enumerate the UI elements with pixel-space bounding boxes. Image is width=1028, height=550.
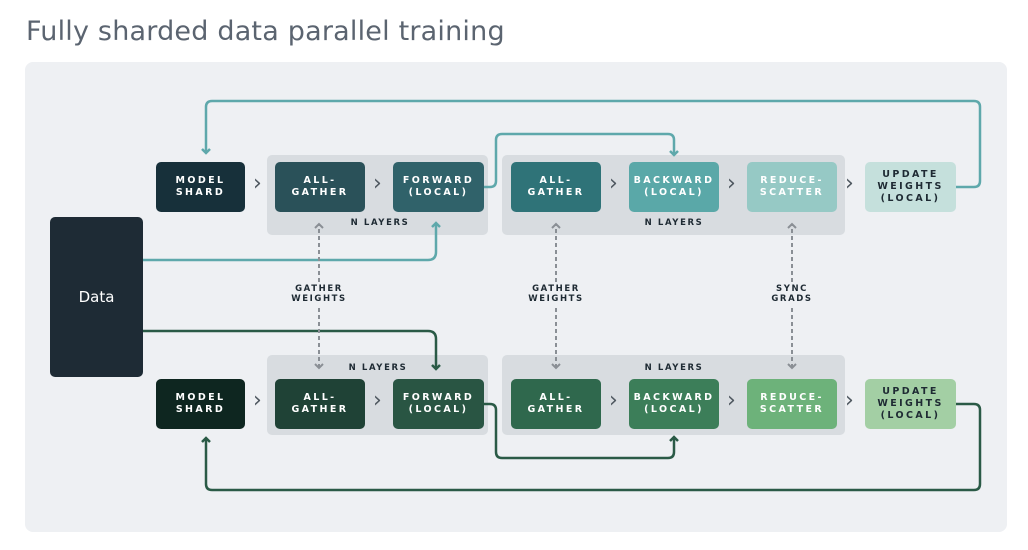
top-n-layers-1: N LAYERS	[350, 218, 410, 228]
top-reduce-scatter: REDUCE- SCATTER	[747, 162, 837, 212]
chevron-right-icon: ›	[253, 171, 262, 196]
wire-data-top	[143, 221, 441, 262]
diagram-panel	[25, 62, 1007, 532]
bottom-n-layers-1: N LAYERS	[348, 363, 408, 373]
chevron-right-icon: ›	[727, 171, 736, 196]
wire-data-bottom	[143, 329, 441, 371]
bottom-update-weights: UPDATE WEIGHTS (LOCAL)	[865, 379, 956, 429]
chevron-right-icon: ›	[253, 388, 262, 413]
top-update-weights: UPDATE WEIGHTS (LOCAL)	[865, 162, 956, 212]
bottom-all-gather-2: ALL- GATHER	[511, 379, 601, 429]
top-forward: FORWARD (LOCAL)	[393, 162, 484, 212]
chevron-right-icon: ›	[845, 171, 854, 196]
top-n-layers-2: N LAYERS	[644, 218, 704, 228]
data-box: Data	[50, 217, 143, 377]
bottom-model-shard: MODEL SHARD	[156, 379, 245, 429]
wire-top-loop	[201, 99, 982, 189]
top-all-gather-2: ALL- GATHER	[511, 162, 601, 212]
top-backward: BACKWARD (LOCAL)	[629, 162, 719, 212]
wire-bottom-forward-backward	[484, 402, 679, 460]
page-title: Fully sharded data parallel training	[26, 16, 505, 47]
top-model-shard: MODEL SHARD	[156, 162, 245, 212]
chevron-right-icon: ›	[845, 388, 854, 413]
gather-weights-label-1: GATHER WEIGHTS	[291, 284, 347, 304]
wire-top-forward-backward	[484, 132, 679, 189]
chevron-right-icon: ›	[609, 171, 618, 196]
sync-grads-label: SYNC GRADS	[771, 284, 813, 304]
bottom-n-layers-2: N LAYERS	[644, 363, 704, 373]
chevron-right-icon: ›	[373, 171, 382, 196]
bottom-all-gather-1: ALL- GATHER	[275, 379, 365, 429]
wire-bottom-loop	[201, 402, 982, 492]
chevron-right-icon: ›	[609, 388, 618, 413]
top-all-gather-1: ALL- GATHER	[275, 162, 365, 212]
bottom-reduce-scatter: REDUCE- SCATTER	[747, 379, 837, 429]
chevron-right-icon: ›	[727, 388, 736, 413]
gather-weights-label-2: GATHER WEIGHTS	[528, 284, 584, 304]
bottom-backward: BACKWARD (LOCAL)	[629, 379, 719, 429]
bottom-forward: FORWARD (LOCAL)	[393, 379, 484, 429]
chevron-right-icon: ›	[373, 388, 382, 413]
